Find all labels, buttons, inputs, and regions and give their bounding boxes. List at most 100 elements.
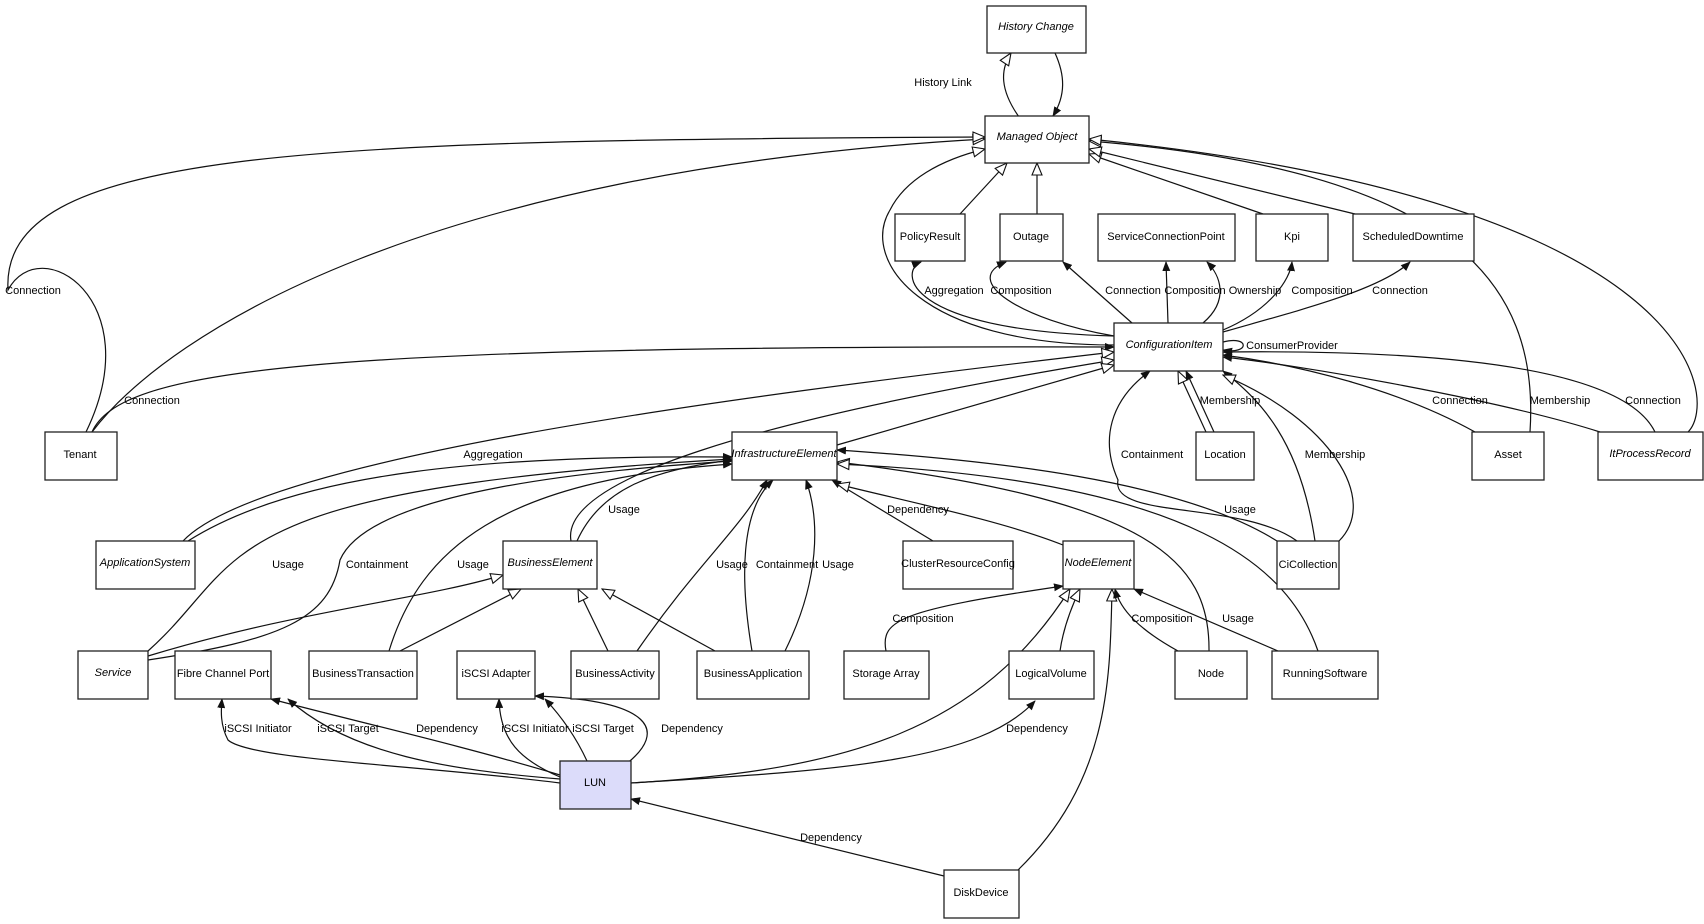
edge-inherit-InfrastructureElement-to-ConfigurationItem <box>836 365 1114 446</box>
node-business-transaction[interactable]: BusinessTransaction <box>308 650 418 700</box>
inheritance-arrow <box>570 360 1114 542</box>
association-arrow <box>1185 370 1215 433</box>
edge-label-busapp-containment: Containment <box>756 559 818 571</box>
edge-label-lun-lv-dependency: Dependency <box>1006 723 1068 735</box>
node-label: BusinessTransaction <box>312 668 414 680</box>
edge-label-service-containment: Containment <box>346 559 408 571</box>
association-arrow <box>1133 588 1279 652</box>
association-arrow <box>1062 261 1133 324</box>
node-outage[interactable]: Outage <box>999 213 1064 262</box>
inheritance-arrow <box>1089 139 1698 433</box>
node-label: LUN <box>584 777 606 789</box>
inheritance-arrow <box>1178 371 1207 433</box>
inheritance-arrow <box>91 139 985 433</box>
edge-label-ci-outage-connection: Connection <box>1105 285 1161 297</box>
node-asset[interactable]: Asset <box>1471 431 1545 481</box>
edge-assoc-ConfigurationItem-to-ScheduledDowntime <box>1222 261 1411 333</box>
node-label: ItProcessRecord <box>1609 448 1691 460</box>
node-label: Storage Array <box>852 668 920 680</box>
association-arrow <box>1202 261 1221 324</box>
node-node-element[interactable]: NodeElement <box>1062 540 1135 590</box>
node-service-connection-point[interactable]: ServiceConnectionPoint <box>1097 213 1236 262</box>
node-iscsi-adapter[interactable]: iSCSI Adapter <box>456 650 536 700</box>
node-kpi[interactable]: Kpi <box>1255 213 1329 262</box>
edge-label-node-composition: Composition <box>1131 613 1192 625</box>
inheritance-arrow <box>7 137 985 433</box>
edge-label-lun-iscsi-dependency: Dependency <box>661 723 723 735</box>
inheritance-arrow <box>1089 154 1264 215</box>
node-business-application[interactable]: BusinessApplication <box>696 650 810 700</box>
edge-label-lun-iscsi-initiator: iSCSI Initiator <box>501 723 569 735</box>
association-arrow <box>1108 370 1298 542</box>
node-running-software[interactable]: RunningSoftware <box>1271 650 1379 700</box>
node-label: BusinessActivity <box>575 668 655 680</box>
node-fibre-channel-port[interactable]: Fibre Channel Port <box>174 650 272 700</box>
association-arrow <box>187 452 733 542</box>
edge-inherit-Tenant-to-ManagedObject <box>91 139 985 433</box>
edge-label-disk-lun-dependency: Dependency <box>800 832 862 844</box>
node-ci-collection[interactable]: CiCollection <box>1276 540 1340 590</box>
edge-assoc-DiskDevice-to-LUN <box>630 797 945 877</box>
edge-label-busact-usage: Usage <box>716 559 748 571</box>
node-storage-array[interactable]: Storage Array <box>843 650 930 700</box>
node-service[interactable]: Service <box>77 650 149 700</box>
node-label: ClusterResourceConfig <box>901 558 1015 570</box>
edge-label-ci-downtime-connection: Connection <box>1372 285 1428 297</box>
node-node[interactable]: Node <box>1174 650 1248 700</box>
node-logical-volume[interactable]: LogicalVolume <box>1008 650 1095 700</box>
edge-assoc-BusinessActivity-to-InfrastructureElement <box>636 479 768 652</box>
edge-assoc-ItProcessRecord-to-ConfigurationItem <box>1222 347 1656 433</box>
edge-inherit-Location-to-ConfigurationItem <box>1178 371 1207 433</box>
edge-label-asset-connection: Connection <box>1432 395 1488 407</box>
inheritance-arrow <box>1223 375 1354 542</box>
association-arrow <box>91 342 1115 433</box>
node-managed-object[interactable]: Managed Object <box>984 115 1090 164</box>
node-lun[interactable]: LUN <box>559 760 632 810</box>
node-it-process-record[interactable]: ItProcessRecord <box>1597 431 1704 481</box>
node-history-change[interactable]: History Change <box>986 5 1087 54</box>
edge-inherit-NodeElement-to-InfrastructureElement <box>837 484 1064 546</box>
edge-inherit-BusinessTransaction-to-BusinessElement <box>399 589 521 652</box>
association-arrow <box>287 698 561 780</box>
node-label: NodeElement <box>1065 557 1133 569</box>
node-policy-result[interactable]: PolicyResult <box>894 213 966 262</box>
edge-label-location-membership: Membership <box>1200 395 1261 407</box>
node-cluster-resource-config[interactable]: ClusterResourceConfig <box>901 540 1015 590</box>
edge-assoc-ConfigurationItem-to-ConfigurationItem <box>1222 339 1244 356</box>
edge-label-cicoll-containment: Containment <box>1121 449 1183 461</box>
edge-assoc-ConfigurationItem-to-ServiceConnectionPoint <box>1162 261 1171 324</box>
association-arrow <box>544 698 588 762</box>
edge-assoc-Service-to-InfrastructureElement <box>147 457 733 661</box>
edge-label-history-link: History Link <box>914 77 972 89</box>
node-scheduled-downtime[interactable]: ScheduledDowntime <box>1352 213 1475 262</box>
node-configuration-item[interactable]: ConfigurationItem <box>1113 322 1224 372</box>
node-business-activity[interactable]: BusinessActivity <box>570 650 660 700</box>
node-tenant[interactable]: Tenant <box>44 431 118 481</box>
edge-label-tenant-connection-mo: Connection <box>5 285 61 297</box>
edge-inherit-ConfigurationItem-to-ManagedObject <box>882 149 1115 346</box>
node-label: Node <box>1198 668 1224 680</box>
association-arrow <box>1052 52 1064 117</box>
node-label: History Change <box>998 21 1074 33</box>
node-infrastructure-element[interactable]: InfrastructureElement <box>731 431 838 481</box>
edge-assoc-ItProcessRecord-to-ConfigurationItem <box>1222 353 1601 433</box>
node-label: ApplicationSystem <box>99 557 191 569</box>
edge-inherit-CiCollection-to-ConfigurationItem <box>1223 375 1354 542</box>
node-application-system[interactable]: ApplicationSystem <box>95 540 196 590</box>
association-arrow <box>576 457 733 542</box>
association-arrow <box>147 457 733 661</box>
edge-label-consumer-provider: ConsumerProvider <box>1246 340 1338 352</box>
association-arrow <box>1222 261 1411 333</box>
association-arrow <box>744 479 774 652</box>
node-business-element[interactable]: BusinessElement <box>502 540 598 590</box>
node-location[interactable]: Location <box>1195 431 1255 481</box>
edge-assoc-RunningSoftware-to-NodeElement <box>1133 588 1279 652</box>
edge-assoc-CiCollection-to-InfrastructureElement <box>836 446 1278 542</box>
node-label: RunningSoftware <box>1283 668 1367 680</box>
edge-label-tenant-connection-ci: Connection <box>124 395 180 407</box>
edge-label-runsw-usage: Usage <box>1222 613 1254 625</box>
node-disk-device[interactable]: DiskDevice <box>943 869 1020 919</box>
node-label: BusinessApplication <box>704 668 802 680</box>
association-arrow <box>270 697 561 776</box>
edge-assoc-Asset-to-ConfigurationItem <box>1222 352 1476 433</box>
